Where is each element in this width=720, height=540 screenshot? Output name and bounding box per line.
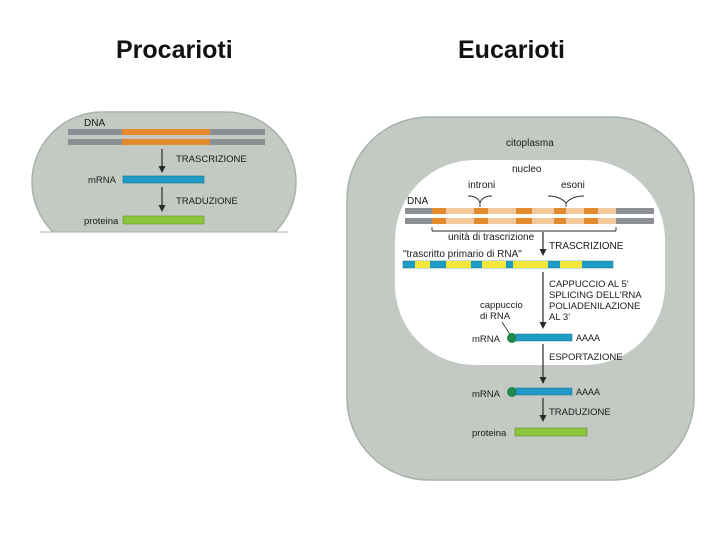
eukaryote-panel: citoplasma nucleo introni esoni DNA: [346, 116, 695, 481]
eukaryote-protein-bar: [514, 427, 588, 437]
export-label: ESPORTAZIONE: [549, 352, 623, 363]
processing-line-4: AL 3': [549, 312, 570, 323]
prokaryote-translation-label: TRADUZIONE: [176, 196, 238, 207]
prokaryote-mrna-bar: [122, 175, 205, 184]
eukaryote-dna-label: DNA: [407, 196, 428, 207]
rna-cap-label-line-2: di RNA: [480, 311, 511, 322]
cytoplasmic-polya-label: AAAA: [576, 387, 600, 397]
prokaryote-gene: [122, 129, 210, 135]
primary-transcript-label: "trascritto primario di RNA": [403, 249, 522, 260]
eukaryote-translation-label: TRADUZIONE: [549, 407, 611, 418]
down-arrow-icon: [539, 232, 547, 256]
nuclear-mrna-label: mRNA: [472, 334, 501, 345]
prokaryote-mrna-label: mRNA: [88, 175, 117, 186]
prokaryote-transcription-label: TRASCRIZIONE: [176, 154, 247, 165]
processing-line-1: CAPPUCCIO AL 5': [549, 279, 629, 290]
processing-line-2: SPLICING DELL'RNA: [549, 290, 642, 301]
rna-cap-label-line-1: cappuccio: [480, 300, 523, 311]
rna-cap-icon: [507, 387, 517, 397]
prokaryote-protein-label: proteina: [84, 216, 119, 227]
eukaryotes-heading: Eucarioti: [458, 36, 565, 64]
nuclear-mrna-bar: [515, 333, 573, 342]
prokaryote-dna-double-strand: [68, 129, 265, 145]
cytoplasmic-mrna-bar: [515, 387, 573, 396]
cytoplasmic-mrna-label: mRNA: [472, 389, 501, 400]
cytoplasm-label: citoplasma: [506, 138, 554, 149]
eukaryote-protein-label: proteina: [472, 428, 507, 439]
nucleus-label: nucleo: [512, 164, 542, 175]
introns-label: introni: [468, 180, 495, 191]
prokaryote-dna-label: DNA: [84, 118, 105, 129]
rna-cap-pointer: [501, 321, 512, 337]
primary-transcript-bar: [402, 260, 614, 269]
down-arrow-icon: [158, 149, 166, 173]
eukaryote-transcription-label: TRASCRIZIONE: [549, 241, 624, 252]
exons-label: esoni: [561, 180, 585, 191]
processing-line-3: POLIADENILAZIONE: [549, 301, 640, 312]
down-arrow-icon: [539, 344, 547, 384]
prokaryote-protein-bar: [122, 215, 205, 225]
down-arrow-icon: [539, 272, 547, 329]
transcription-unit-label: unità di trascrizione: [448, 232, 535, 243]
prokaryotes-heading: Procarioti: [116, 36, 233, 64]
transcription-unit-bracket: [431, 227, 617, 232]
eukaryote-dna-double-strand: [405, 208, 654, 224]
down-arrow-icon: [158, 187, 166, 212]
nuclear-polya-label: AAAA: [576, 333, 600, 343]
rna-cap-icon: [507, 333, 517, 343]
prokaryote-panel: DNA TRASCRIZIONE mRNA TRADUZIONE protein…: [31, 111, 297, 233]
down-arrow-icon: [539, 398, 547, 422]
bracket-icon: [467, 195, 585, 207]
